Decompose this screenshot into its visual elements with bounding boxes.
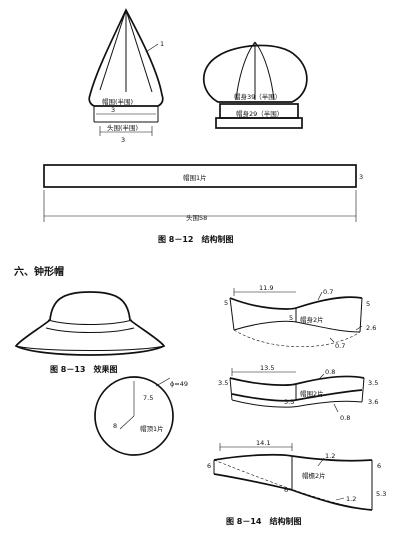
caption-fig-8-12: 图 8－12 结构制图 xyxy=(158,234,233,244)
p1-curve-bot: 0.7 xyxy=(335,342,345,350)
caption-fig-8-13: 图 8－13 效果图 xyxy=(50,364,117,374)
label-circle-phi: ϕ=49 xyxy=(170,380,188,388)
label-circle-8: 8 xyxy=(113,422,117,430)
p3-top: 14.1 xyxy=(256,439,270,447)
label-head-half-value: 3 xyxy=(121,136,125,144)
label-strip: 帽围1片 xyxy=(183,173,207,182)
p2-top: 13.5 xyxy=(260,364,274,372)
p2-label: 帽围2片 xyxy=(300,389,324,398)
pointed-cap-pattern xyxy=(88,8,164,136)
p1-left: 5 xyxy=(224,299,228,307)
p1-mid: 5 xyxy=(289,314,293,322)
p2-curve-top: 0.8 xyxy=(325,368,335,376)
caption-fig-8-14: 图 8－14 结构制图 xyxy=(226,516,301,526)
label-body29: 帽身29（半围） xyxy=(236,109,283,118)
p3-curve-top: 1.2 xyxy=(325,452,335,460)
p1-label: 帽身2片 xyxy=(300,315,324,324)
curved-piece-1 xyxy=(229,288,363,348)
p3-mid: 6 xyxy=(284,486,288,494)
p2-curve-bot: 0.8 xyxy=(340,414,350,422)
label-crown-half: 帽围(半围) xyxy=(102,97,133,106)
label-head58: 头围58 xyxy=(186,213,207,222)
bell-hat-illustration xyxy=(14,291,166,356)
p2-mid: 3.5 xyxy=(284,398,294,406)
beret-pattern xyxy=(202,41,308,129)
p1-right2: 2.6 xyxy=(366,324,376,332)
section-title: 六、钟形帽 xyxy=(14,265,64,278)
label-strip-side: 3 xyxy=(359,173,363,181)
p2-left: 3.5 xyxy=(218,379,228,387)
p1-top: 11.9 xyxy=(259,284,273,292)
p3-right: 6 xyxy=(377,462,381,470)
p3-label: 帽檐2片 xyxy=(302,471,326,480)
p1-curve-top: 0.7 xyxy=(323,288,333,296)
p3-right2: 5.3 xyxy=(376,490,386,498)
band-strip xyxy=(43,164,357,222)
label-crown-half-value: 3 xyxy=(111,106,115,114)
label-circle-name: 帽顶1片 xyxy=(140,424,164,433)
label-part-1: 1 xyxy=(160,40,164,48)
top-circle-pattern xyxy=(94,376,174,456)
p3-left: 6 xyxy=(207,462,211,470)
label-body39: 帽身39（半围） xyxy=(234,92,281,101)
p1-right: 5 xyxy=(366,300,370,308)
p2-right2: 3.6 xyxy=(368,398,378,406)
label-circle-r: 7.5 xyxy=(143,394,153,402)
curved-piece-2 xyxy=(229,368,365,413)
label-head-half: 头围(半围) xyxy=(107,123,138,132)
p2-right: 3.5 xyxy=(368,379,378,387)
curved-piece-3 xyxy=(213,443,373,511)
p3-curve-bot: 1.2 xyxy=(346,495,356,503)
